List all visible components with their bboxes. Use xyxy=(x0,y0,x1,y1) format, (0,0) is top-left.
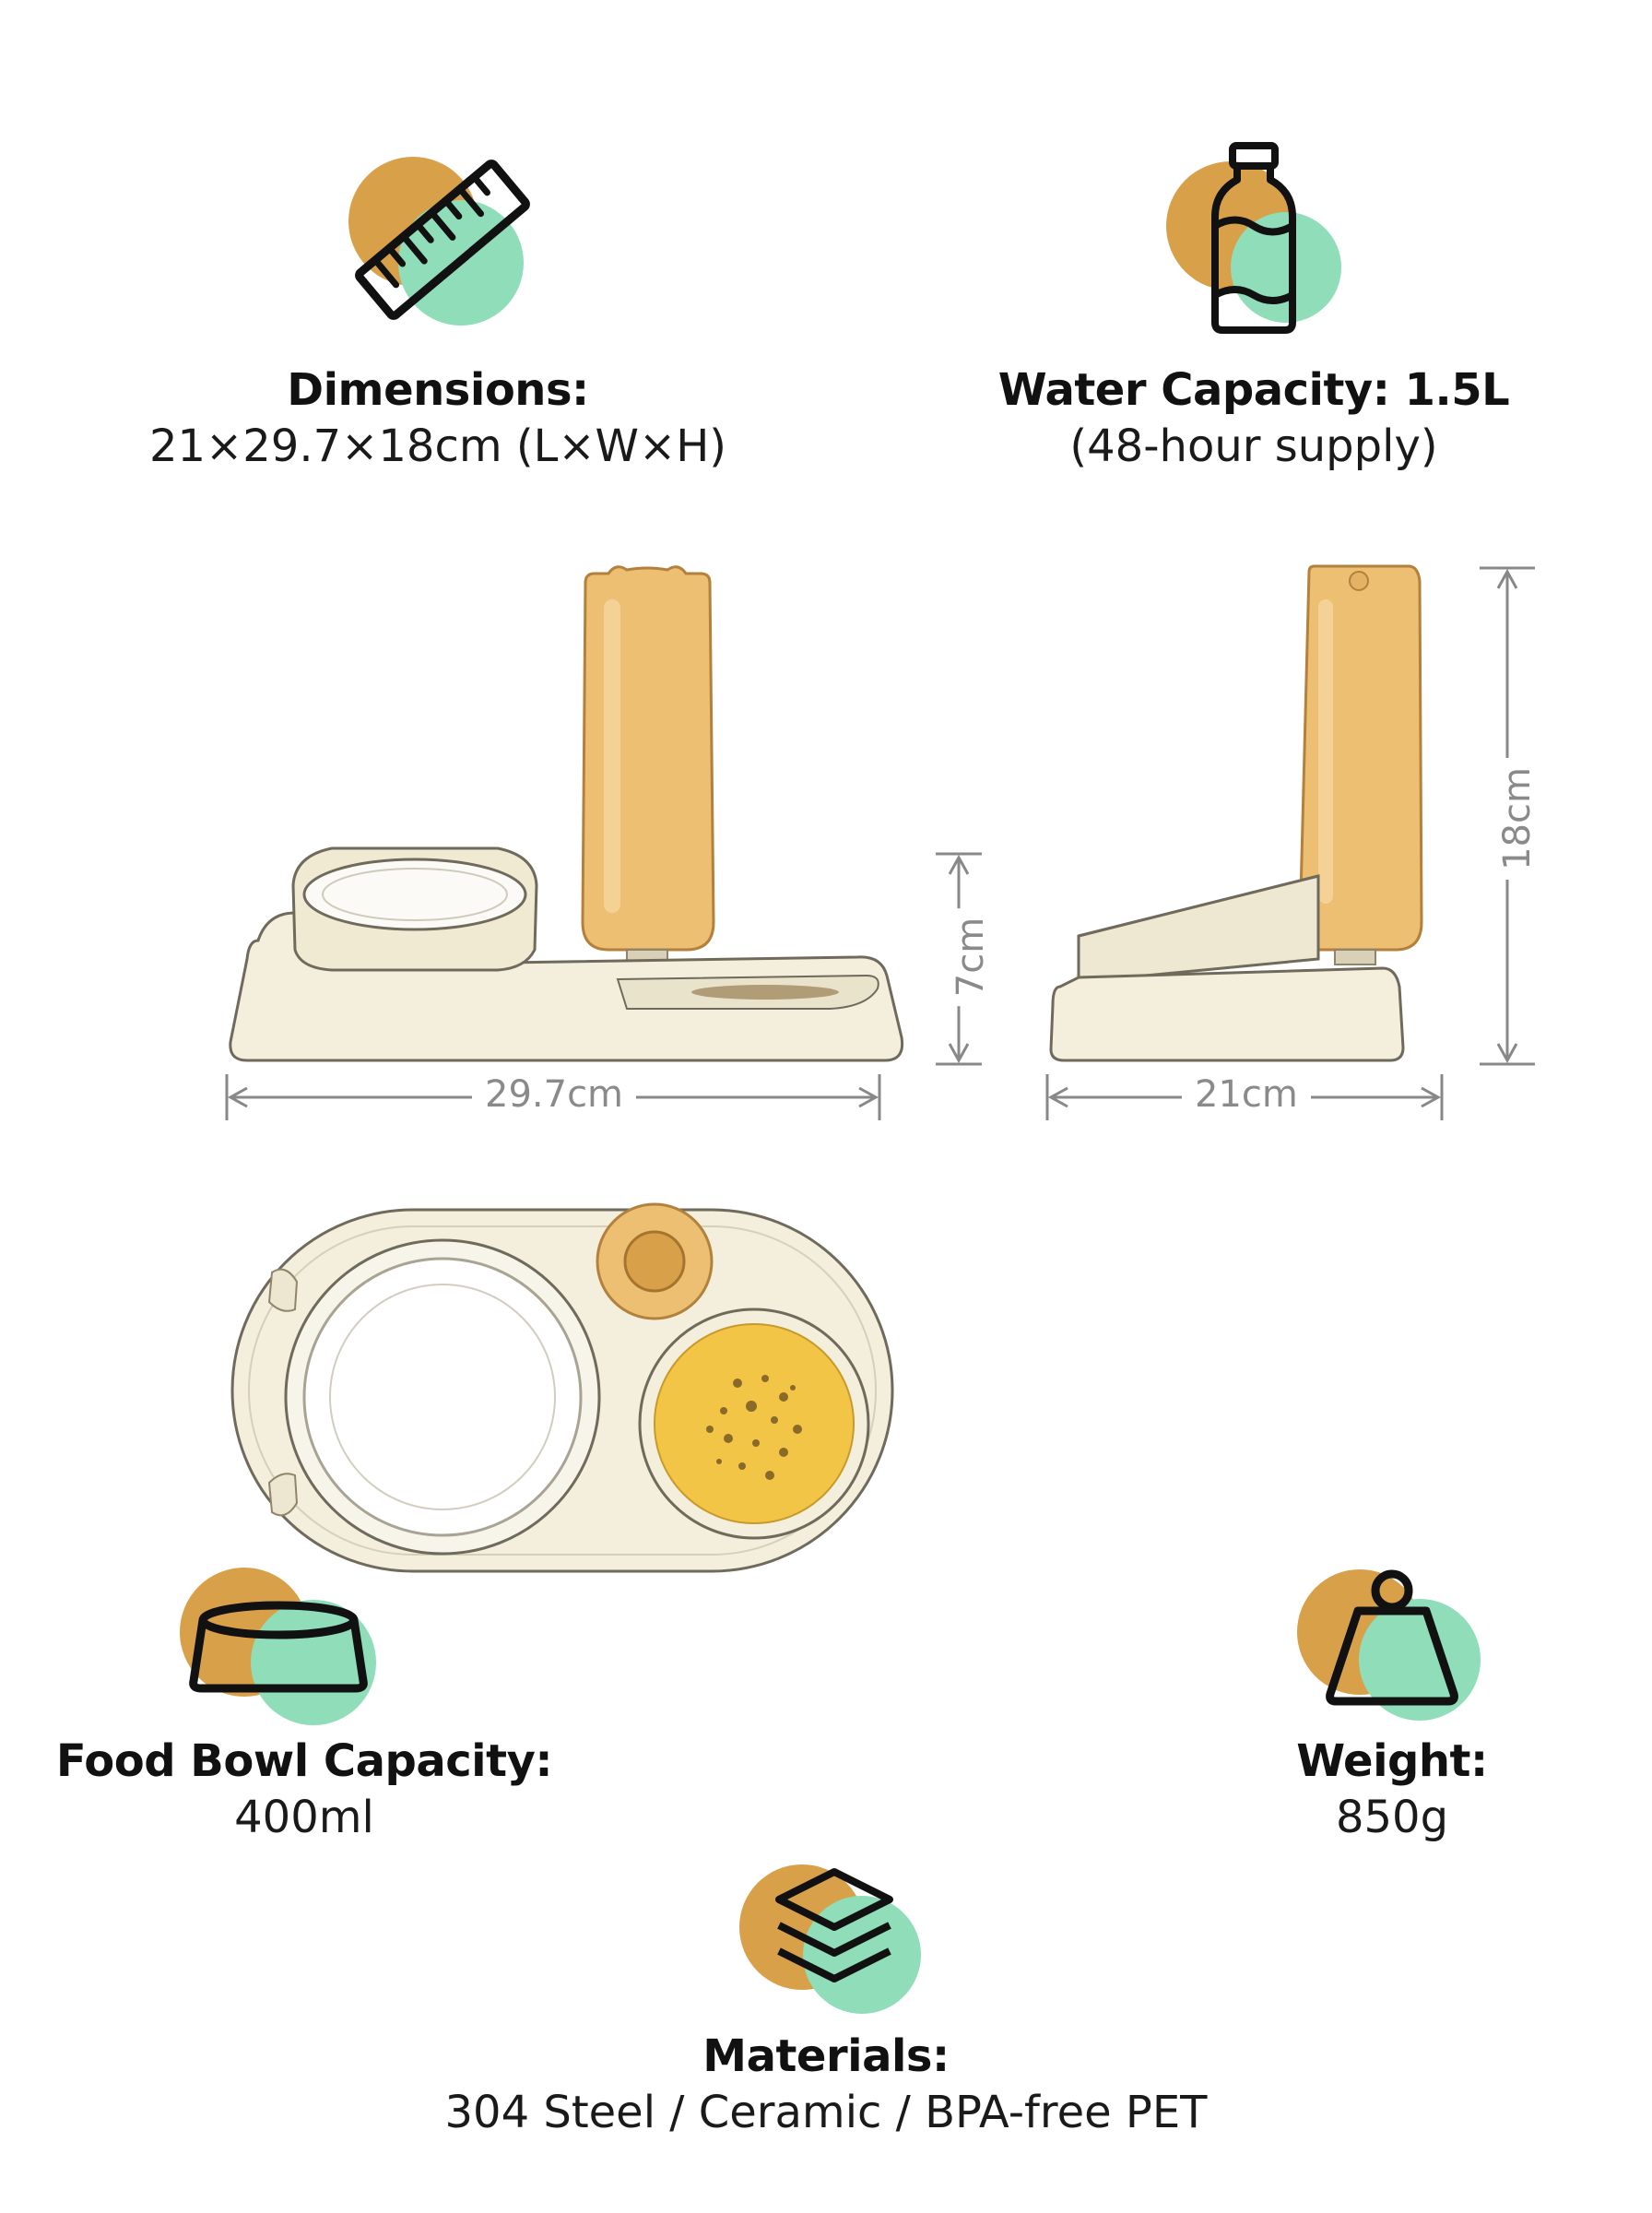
side-height-label: 18cm xyxy=(1495,758,1539,880)
food-bowl-icon xyxy=(180,1568,376,1725)
spec-water: Water Capacity: 1.5L (48-hour supply) xyxy=(922,362,1586,475)
spec-food-title: Food Bowl Capacity: xyxy=(55,1735,553,1787)
side-length-label: 21cm xyxy=(1182,1073,1311,1116)
water-bottle-icon xyxy=(1166,142,1341,334)
spec-water-value: (48-hour supply) xyxy=(1069,420,1438,472)
spec-materials-title: Materials: xyxy=(702,2030,950,2082)
spec-weight-value: 850g xyxy=(1335,1792,1449,1843)
side-view-illustration xyxy=(1049,564,1423,1062)
spec-weight: Weight: 850g xyxy=(1198,1734,1586,1846)
top-view-illustration xyxy=(230,1202,894,1573)
front-width-label: 29.7cm xyxy=(472,1073,637,1116)
weight-icon xyxy=(1297,1569,1481,1721)
spec-materials: Materials: 304 Steel / Ceramic / BPA-fre… xyxy=(319,2029,1333,2141)
ruler-icon xyxy=(348,157,530,325)
spec-weight-title: Weight: xyxy=(1296,1735,1488,1787)
spec-food-value: 400ml xyxy=(234,1792,374,1843)
spec-dimensions-value: 21×29.7×18cm (L×W×H) xyxy=(148,420,727,472)
front-height-label: 7cm xyxy=(950,907,993,1007)
spec-dimensions-title: Dimensions: xyxy=(287,364,589,416)
spec-water-title: Water Capacity: 1.5L xyxy=(997,364,1510,416)
front-view-illustration xyxy=(229,565,904,1062)
spec-dimensions: Dimensions: 21×29.7×18cm (L×W×H) xyxy=(120,362,756,475)
layers-icon xyxy=(739,1864,921,2014)
spec-materials-value: 304 Steel / Ceramic / BPA-free PET xyxy=(444,2087,1208,2138)
spec-food: Food Bowl Capacity: 400ml xyxy=(28,1734,581,1846)
